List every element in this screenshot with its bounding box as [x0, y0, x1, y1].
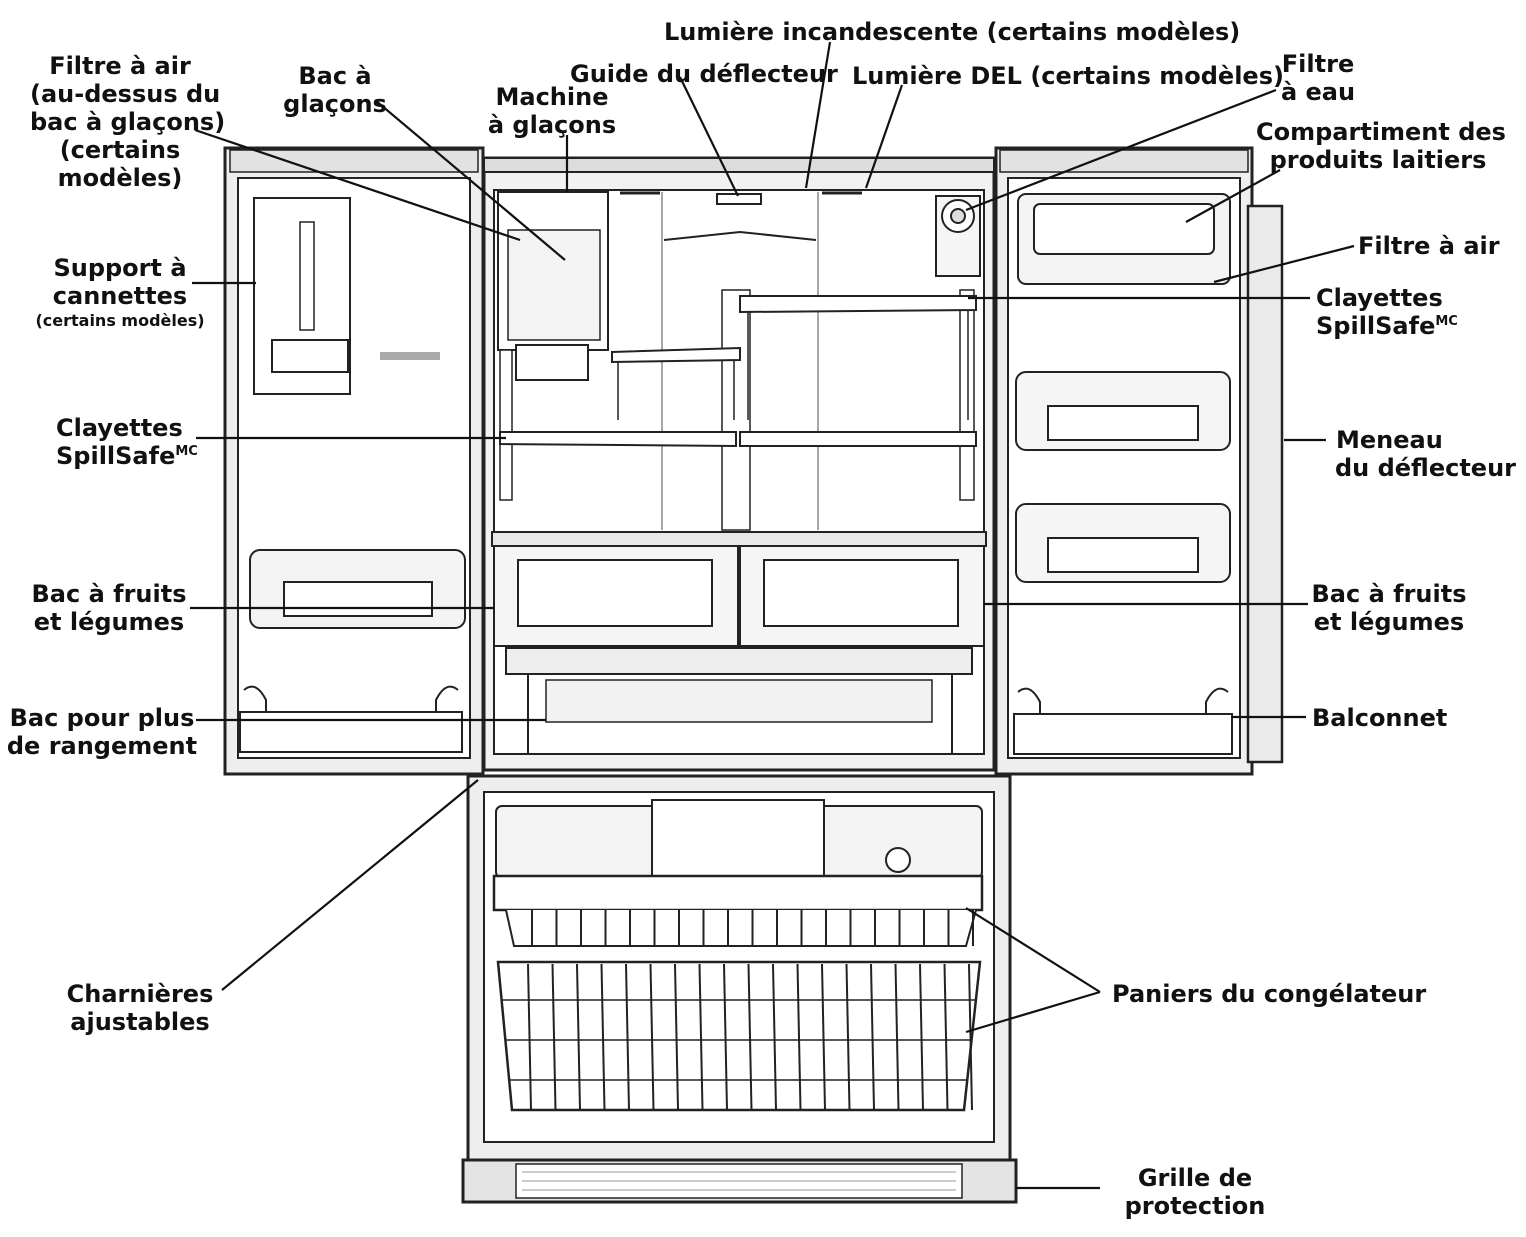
label-charnieres: Charnières ajustables: [66, 980, 214, 1036]
lower-basket-bar: [551, 963, 557, 1111]
label-lumiere-del: Lumière DEL (certains modèles): [852, 62, 1284, 90]
label-filtre-eau: Filtre à eau: [1280, 50, 1356, 106]
left-door: [223, 146, 485, 776]
label-bac-glacons: Bac à glaçons: [283, 62, 387, 118]
lower-basket-bar: [796, 963, 802, 1111]
lower-basket-bar: [821, 963, 826, 1111]
label-guide-deflecteur: Guide du déflecteur: [570, 60, 838, 88]
label-compartiment-laitiers: Compartiment des produits laitiers: [1256, 118, 1506, 174]
fridge-cabinet: [482, 156, 996, 772]
lower-basket-bar: [943, 963, 949, 1111]
freezer-drawer: [461, 774, 1018, 1204]
lower-basket-bar: [576, 963, 581, 1111]
label-filtre-air-droite: Filtre à air: [1358, 232, 1500, 260]
lower-basket-bar: [698, 963, 704, 1111]
lower-basket-bar: [649, 963, 655, 1111]
label-clayettes-gauche: Clayettes SpillSafeMC: [56, 414, 198, 470]
lower-basket-bar: [747, 963, 753, 1111]
lower-basket-bar: [600, 963, 606, 1111]
lower-basket-bar: [772, 963, 777, 1111]
label-machine-glacons: Machine à glaçons: [487, 83, 617, 139]
label-bac-fruits-gauche: Bac à fruits et légumes: [31, 580, 187, 636]
lower-basket-bar: [870, 963, 875, 1111]
label-balconnet: Balconnet: [1312, 704, 1448, 732]
label-meneau: Meneau du déflecteur: [1334, 426, 1516, 482]
label-lumiere-incandescente: Lumière incandescente (certains modèles): [664, 18, 1241, 46]
lower-basket-bar: [723, 963, 728, 1111]
lower-basket-bar: [527, 963, 532, 1111]
lower-basket-bar: [845, 963, 851, 1111]
right-door: [994, 146, 1284, 776]
label-bac-rangement: Bac pour plus de rangement: [6, 704, 198, 760]
grille-slots: [522, 1171, 956, 1191]
lower-basket-bar: [674, 963, 679, 1111]
lower-basket-bar: [625, 963, 630, 1111]
lower-basket-bar: [919, 963, 924, 1111]
label-bac-fruits-droite: Bac à fruits et légumes: [1311, 580, 1467, 636]
label-paniers-congelateur: Paniers du congélateur: [1112, 980, 1427, 1008]
leader-lines: [190, 41, 1355, 1190]
freezer-basket-bars: [527, 910, 974, 1111]
label-grille: Grille de protection: [1124, 1164, 1266, 1220]
trademark-mc-left: MC: [175, 444, 198, 459]
label-clayettes-droite: Clayettes SpillSafeMC: [1316, 284, 1458, 340]
label-support-cannettes: Support à cannettes (certains modèles): [35, 254, 205, 330]
lower-basket-bar: [894, 963, 900, 1111]
trademark-mc: MC: [1435, 314, 1458, 329]
lower-basket-bar: [968, 963, 973, 1111]
label-filtre-air-gauche: Filtre à air (au-dessus du bac à glaçons…: [30, 52, 226, 192]
